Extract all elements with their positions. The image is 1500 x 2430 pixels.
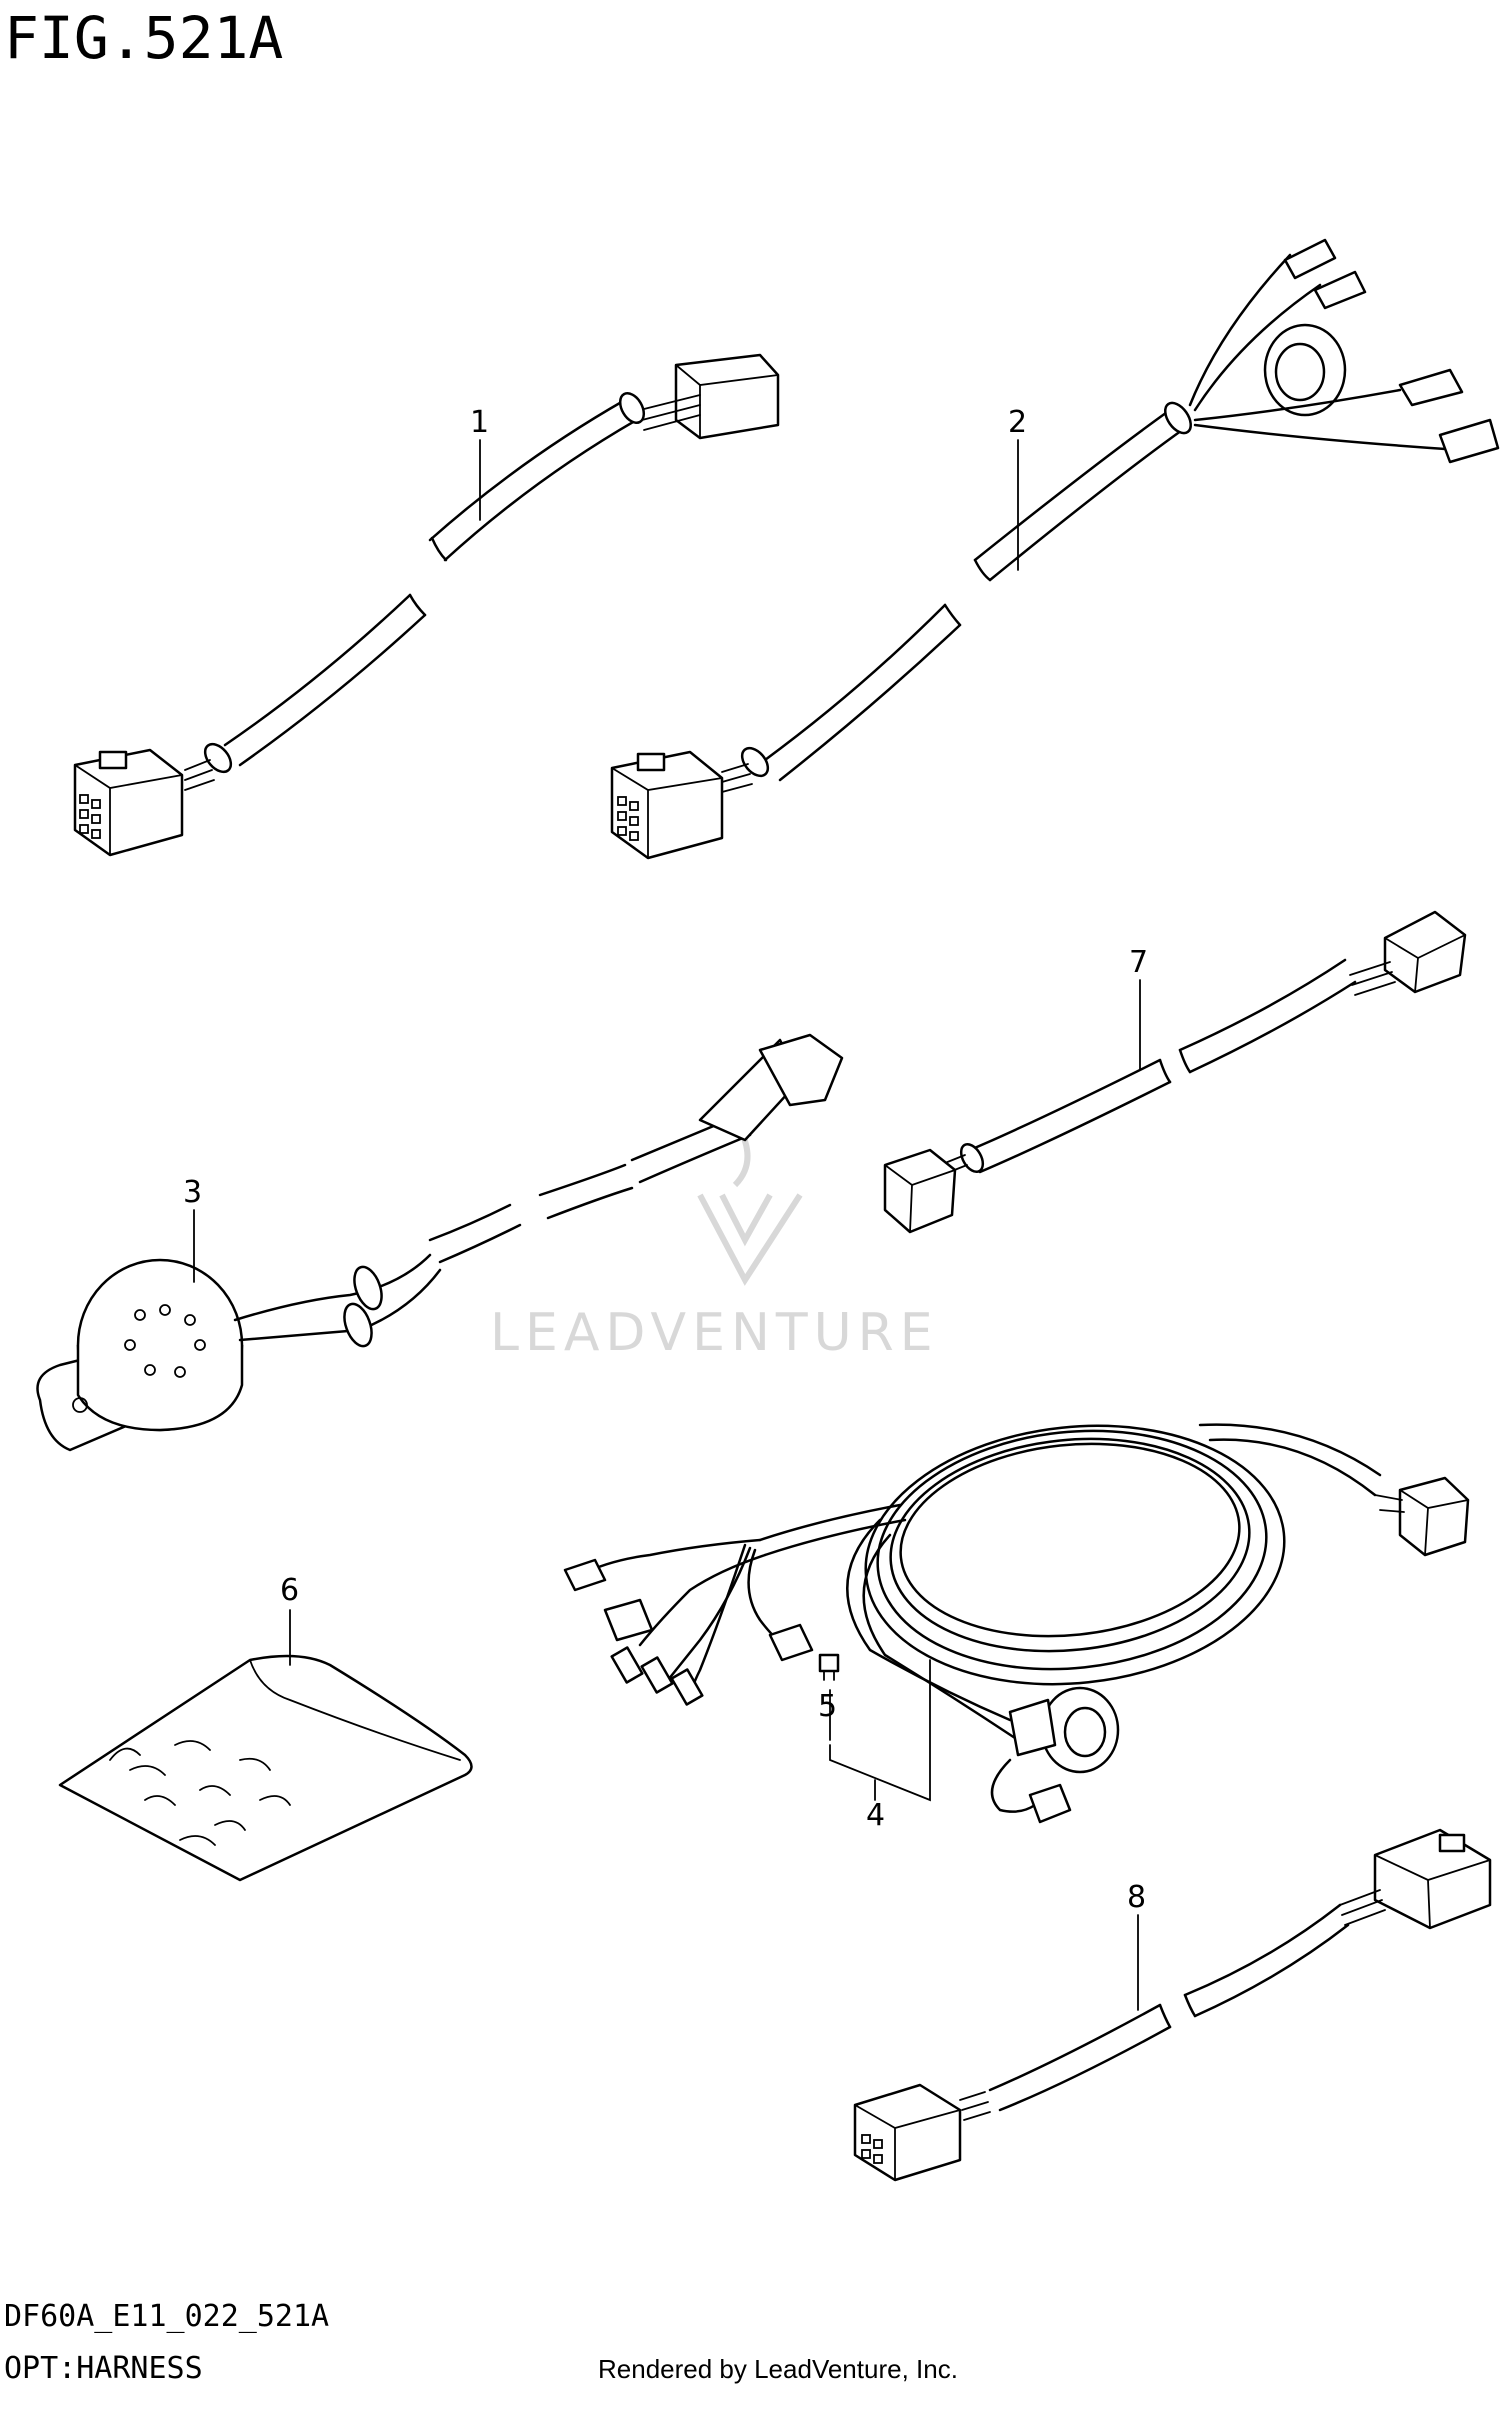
figure-title: FIG.521A [4,4,283,72]
callout-1[interactable]: 1 [470,405,489,440]
callout-7[interactable]: 7 [1129,945,1148,980]
rendered-by-credit: Rendered by LeadVenture, Inc. [598,2354,958,2384]
diagram-code: DF60A_E11_022_521A [4,2299,329,2334]
section-name: OPT:HARNESS [4,2351,203,2386]
part-1-harness[interactable] [73,353,780,857]
part-7-harness[interactable] [883,910,1467,1234]
part-3-buzzer[interactable] [36,1033,844,1452]
part-5-fuse[interactable] [818,1653,840,1681]
part-2-harness[interactable] [610,238,1500,860]
callout-3[interactable]: 3 [183,1175,202,1210]
callout-2[interactable]: 2 [1008,405,1027,440]
watermark-logo [697,1118,803,1286]
watermark-text: LEADVENTURE [490,1303,939,1363]
part-8-harness[interactable] [853,1828,1492,2182]
part-4-main-harness[interactable] [563,1406,1470,1824]
part-6-bag[interactable] [58,1654,473,1882]
callout-5[interactable]: 5 [818,1689,837,1724]
callout-8[interactable]: 8 [1127,1880,1146,1915]
callout-6[interactable]: 6 [280,1573,299,1608]
callout-4[interactable]: 4 [866,1798,885,1833]
leader-line-4 [829,1659,931,1802]
